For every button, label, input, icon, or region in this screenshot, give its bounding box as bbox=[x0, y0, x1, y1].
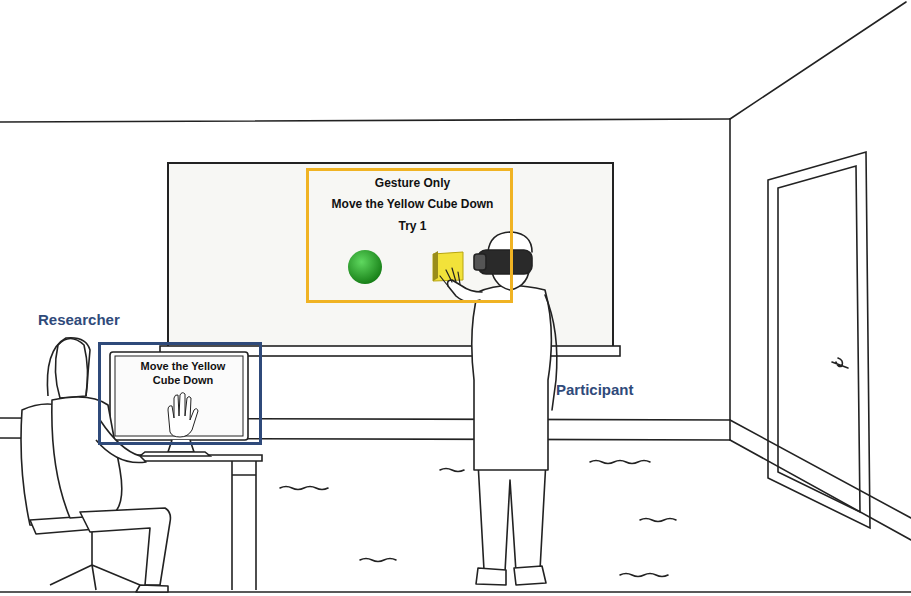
participant-arm-down bbox=[545, 295, 557, 410]
monitor bbox=[110, 352, 248, 440]
participant-torso bbox=[472, 285, 552, 470]
keyboard bbox=[140, 452, 210, 456]
participant-shoe bbox=[476, 568, 506, 585]
participant-cap bbox=[488, 232, 532, 252]
task-panel: Gesture OnlyMove the Yellow Cube DownTry… bbox=[306, 168, 513, 303]
researcher-legs bbox=[80, 508, 170, 585]
vr-visor bbox=[474, 254, 486, 270]
carpet-mark bbox=[280, 487, 328, 490]
node-text: Move the Yellow Cube Down bbox=[309, 197, 516, 213]
participant-shoe bbox=[514, 566, 546, 585]
vr-headset bbox=[478, 250, 532, 274]
researcher-shoe bbox=[136, 585, 168, 592]
chair-base bbox=[50, 532, 140, 590]
green-sphere bbox=[348, 250, 382, 284]
researcher-torso bbox=[52, 397, 122, 518]
cube-side bbox=[433, 251, 438, 281]
ceiling-line bbox=[0, 119, 730, 122]
door-handle bbox=[832, 358, 848, 368]
researcher-arm bbox=[96, 420, 146, 463]
node-text: Try 1 bbox=[309, 219, 516, 235]
wall-corner bbox=[729, 119, 731, 440]
door bbox=[778, 166, 860, 512]
researcher-hair bbox=[47, 338, 90, 396]
whiteboard bbox=[168, 163, 613, 348]
desk-legs bbox=[232, 461, 256, 590]
carpet-mark bbox=[640, 519, 676, 522]
researcher-head bbox=[55, 339, 87, 399]
carpet-mark bbox=[590, 461, 650, 464]
door-frame bbox=[768, 152, 870, 528]
monitor-stand bbox=[168, 440, 194, 452]
monitor-screen bbox=[115, 356, 243, 436]
participant-head bbox=[490, 236, 530, 290]
participant-hand bbox=[440, 268, 460, 286]
node-text: Move the Yellow Cube Down bbox=[133, 359, 233, 388]
carpet-mark bbox=[360, 559, 396, 562]
role-label: Participant bbox=[556, 381, 634, 398]
hand-icon bbox=[168, 393, 198, 437]
yellow-cube bbox=[433, 252, 463, 281]
researcher-screen-panel: Move the Yellow Cube Down bbox=[98, 342, 262, 445]
role-label: Researcher bbox=[38, 311, 120, 328]
ceiling-corner bbox=[730, 2, 906, 119]
carpet-mark bbox=[440, 469, 464, 472]
participant-legs bbox=[478, 460, 546, 572]
node-text: Gesture Only bbox=[309, 176, 516, 192]
floor-edge bbox=[730, 440, 911, 540]
carpet-mark bbox=[620, 574, 668, 577]
participant-arm-raised bbox=[448, 280, 483, 302]
